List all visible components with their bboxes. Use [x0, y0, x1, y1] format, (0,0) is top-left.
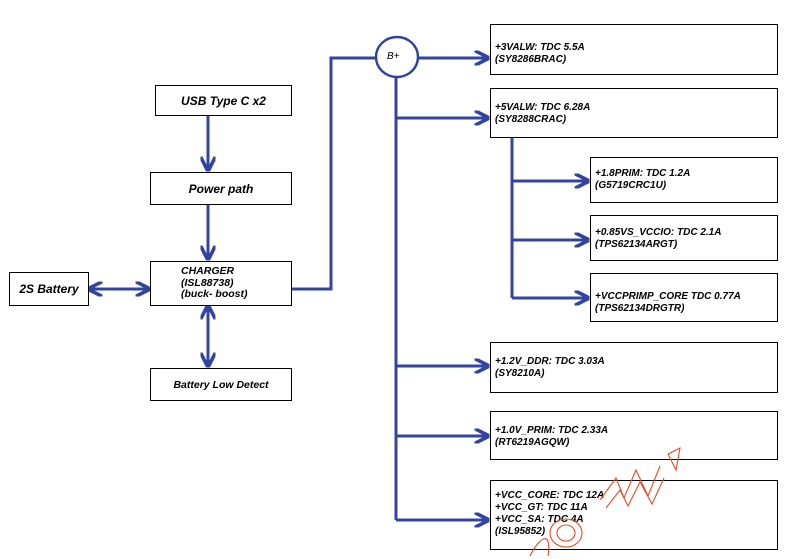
rail-0v85vccio-line-2: (TPS62134ARGT)	[595, 239, 678, 250]
rail-0v85vccio-line-1: +0.85VS_VCCIO: TDC 2.1A	[595, 227, 722, 238]
rail-box-1v2ddr: +1.2V_DDR: TDC 3.03A (SY8210A)	[490, 342, 778, 393]
charger-type: (buck- boost)	[181, 288, 248, 300]
rail-1v8prim-line-2: (G5719CRC1U)	[595, 180, 667, 191]
rail-1v0prim-line-1: +1.0V_PRIM: TDC 2.33A	[495, 425, 609, 436]
rail-box-3valw: +3VALW: TDC 5.5A (SY8286BRAC)	[490, 24, 778, 75]
charger-title: CHARGER	[181, 265, 235, 277]
rail-box-1v8prim: +1.8PRIM: TDC 1.2A (G5719CRC1U)	[590, 157, 778, 203]
rail-3valw-line-1: +3VALW: TDC 5.5A	[495, 42, 585, 53]
rail-1v0prim-line-2: (RT6219AGQW)	[495, 437, 570, 448]
rail-vccprimp-core-line-1: +VCCPRIMP_CORE TDC 0.77A	[595, 291, 741, 302]
battery-low-detect-box: Battery Low Detect	[150, 368, 292, 401]
battery-low-detect-label: Battery Low Detect	[173, 378, 269, 391]
rail-1v2ddr-line-2: (SY8210A)	[495, 368, 545, 379]
bplus-node-label: B+	[387, 51, 400, 62]
charger-box: CHARGER (ISL88738) (buck- boost)	[150, 261, 292, 306]
power-path-box: Power path	[150, 172, 292, 205]
rail-box-0v85vccio: +0.85VS_VCCIO: TDC 2.1A (TPS62134ARGT)	[590, 215, 778, 261]
rail-vccprimp-core-line-2: (TPS62134DRGTR)	[595, 303, 685, 314]
rail-box-vccprimp-core: +VCCPRIMP_CORE TDC 0.77A (TPS62134DRGTR)	[590, 273, 778, 322]
rail-vcc-core-line-2: +VCC_GT: TDC 11A	[495, 502, 588, 513]
charger-to-bplus-wire	[292, 56, 375, 291]
bplus-node-circle	[374, 35, 420, 79]
rail-vcc-core-line-4: (ISL95852)	[495, 526, 546, 537]
rail-box-vcc-core: +VCC_CORE: TDC 12A +VCC_GT: TDC 11A +VCC…	[490, 480, 778, 550]
rail-5valw-line-2: (SY8288CRAC)	[495, 114, 567, 125]
battery-label: 2S Battery	[19, 282, 79, 296]
usb-type-c-box: USB Type C x2	[155, 85, 292, 116]
rail-box-1v0prim: +1.0V_PRIM: TDC 2.33A (RT6219AGQW)	[490, 411, 778, 460]
rail-vcc-core-line-1: +VCC_CORE: TDC 12A	[495, 490, 605, 501]
power-path-label: Power path	[188, 181, 254, 196]
usb-type-c-label: USB Type C x2	[181, 93, 266, 108]
rail-3valw-line-2: (SY8286BRAC)	[495, 54, 567, 65]
rail-1v8prim-line-1: +1.8PRIM: TDC 1.2A	[595, 168, 691, 179]
rail-vcc-core-line-3: +VCC_SA: TDC 4A	[495, 514, 584, 525]
charger-part: (ISL88738)	[181, 276, 234, 289]
rail-1v2ddr-line-1: +1.2V_DDR: TDC 3.03A	[495, 356, 605, 367]
battery-box: 2S Battery	[9, 272, 89, 306]
rail-5valw-line-1: +5VALW: TDC 6.28A	[495, 102, 591, 113]
rail-box-5valw: +5VALW: TDC 6.28A (SY8288CRAC)	[490, 88, 778, 138]
